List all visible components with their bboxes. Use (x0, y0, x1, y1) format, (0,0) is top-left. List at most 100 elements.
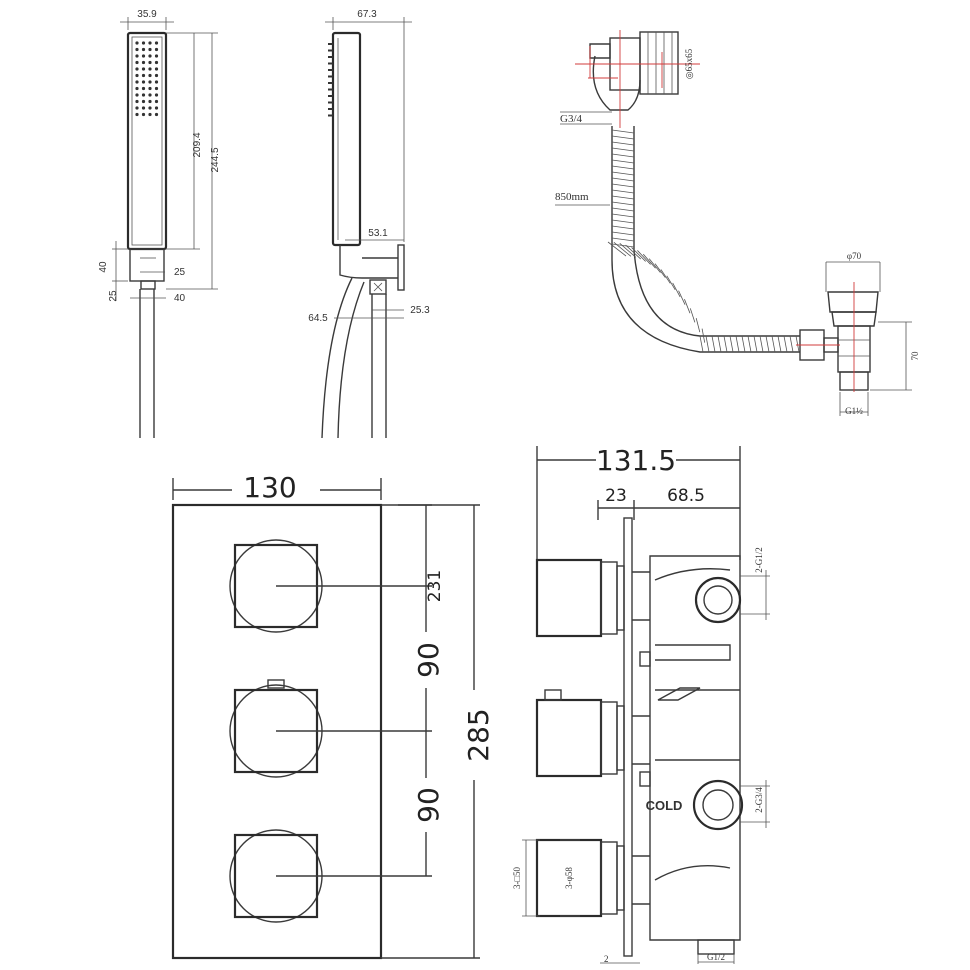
nozzle-dot (135, 47, 139, 52)
dim-inlet-thread: 2-G1/2 (754, 547, 764, 573)
dim-bracket-width: 25 (174, 267, 186, 278)
nozzle-dot (135, 41, 139, 45)
dim-length-total: 244.5 (210, 147, 221, 172)
corrugation (759, 335, 764, 353)
nozzle-dot (154, 93, 159, 97)
dim-depth: 67.3 (357, 9, 377, 20)
handset-side-view: 67.3 53.1 64.5 25.3 (308, 9, 430, 439)
dim-hose-length: 850mm (555, 191, 589, 203)
corrugation (717, 335, 722, 353)
corrugation (699, 335, 704, 353)
nozzle-dot (141, 60, 146, 65)
dim-plate-width: 130 (243, 471, 296, 504)
handle-middle (229, 679, 323, 778)
side-bracket (339, 245, 398, 279)
nozzle-dot (135, 67, 139, 71)
nozzle-dot (135, 60, 139, 65)
side-nozzle (328, 49, 333, 52)
dim-overflow-size: ◎65x65 (684, 48, 694, 79)
valve-side-view: 131.5 23 68.5 COLD (512, 444, 770, 964)
corrugation (735, 335, 740, 353)
nozzle-dot (154, 99, 159, 104)
outlet-elbow (369, 279, 387, 295)
corrugation (611, 213, 635, 218)
nozzle-dot (148, 47, 152, 52)
nozzle-dot (135, 93, 139, 97)
corrugation (795, 335, 800, 353)
dim-handle-round: 3-φ58 (564, 867, 574, 889)
nozzle-dot (148, 54, 152, 58)
corrugation (613, 242, 632, 257)
corrugation (611, 129, 635, 134)
nozzle-dot (154, 86, 159, 91)
nozzle-dot (135, 54, 139, 58)
corrugation (611, 195, 635, 200)
corrugation (654, 263, 666, 278)
corrugation (711, 335, 716, 353)
corrugation (611, 207, 635, 212)
dim-waste-thread: G1½ (845, 406, 863, 416)
corrugation (611, 141, 635, 146)
corrugation (642, 253, 656, 269)
side-nozzle (328, 62, 333, 65)
corrugation (660, 269, 671, 284)
corrugation (607, 241, 627, 257)
dim-total-depth: 131.5 (596, 444, 676, 477)
nozzle-dot (154, 80, 159, 84)
side-nozzle (328, 95, 333, 97)
nozzle-dot (154, 73, 159, 78)
nozzle-dot (135, 106, 139, 110)
corrugation (729, 335, 734, 353)
corrugation (648, 258, 661, 273)
dim-plate-depth: 23 (605, 486, 627, 506)
corrugation (611, 225, 635, 230)
nozzle-dot (141, 67, 146, 71)
nozzle-dot (141, 99, 146, 104)
handset-side-body (331, 31, 362, 247)
corrugation (611, 147, 635, 152)
nozzle-dot (154, 47, 159, 52)
corrugation (789, 335, 794, 353)
corrugation (684, 299, 691, 314)
spray-nozzles (135, 41, 159, 117)
dim-plate-height: 285 (462, 708, 495, 761)
nozzle-dot (148, 41, 152, 45)
corrugation (611, 135, 635, 140)
corrugation (637, 250, 651, 265)
dim-hose-offset: 25 (108, 290, 119, 302)
dim-outlet-size: 25.3 (410, 305, 430, 316)
corrugation (619, 243, 637, 258)
side-nozzle (328, 69, 333, 71)
dim-spacing-2: 90 (412, 787, 445, 823)
dim-bottom-thread: G1/2 (707, 952, 725, 962)
corrugation (771, 335, 776, 353)
side-nozzle (328, 88, 333, 91)
nozzle-dot (148, 73, 152, 78)
corrugation (611, 243, 635, 248)
nozzle-dot (141, 73, 146, 78)
corrugation (631, 247, 646, 262)
corrugation (701, 328, 706, 343)
corrugation (705, 335, 710, 353)
corrugation (741, 335, 746, 353)
corrugation (611, 171, 635, 176)
dim-base-width: 40 (174, 293, 186, 304)
nozzle-dot (141, 86, 146, 91)
handset-front-view: 35.9 209.4 244.5 40 25 25 40 (98, 9, 221, 438)
nozzle-dot (154, 67, 159, 71)
corrugation (611, 189, 635, 194)
side-nozzle (328, 43, 333, 45)
nozzle-dot (141, 47, 146, 52)
nozzle-dot (148, 99, 152, 104)
corrugation (611, 165, 635, 170)
inlet-cold (692, 779, 744, 831)
nozzle-dot (148, 112, 152, 117)
side-nozzle (328, 75, 333, 78)
corrugation (666, 275, 676, 291)
side-handle-top (535, 558, 603, 638)
nozzle-dot (135, 112, 139, 117)
dim-spacing-1: 90 (412, 642, 445, 678)
nozzle-dot (148, 106, 152, 110)
corrugation (783, 335, 788, 353)
